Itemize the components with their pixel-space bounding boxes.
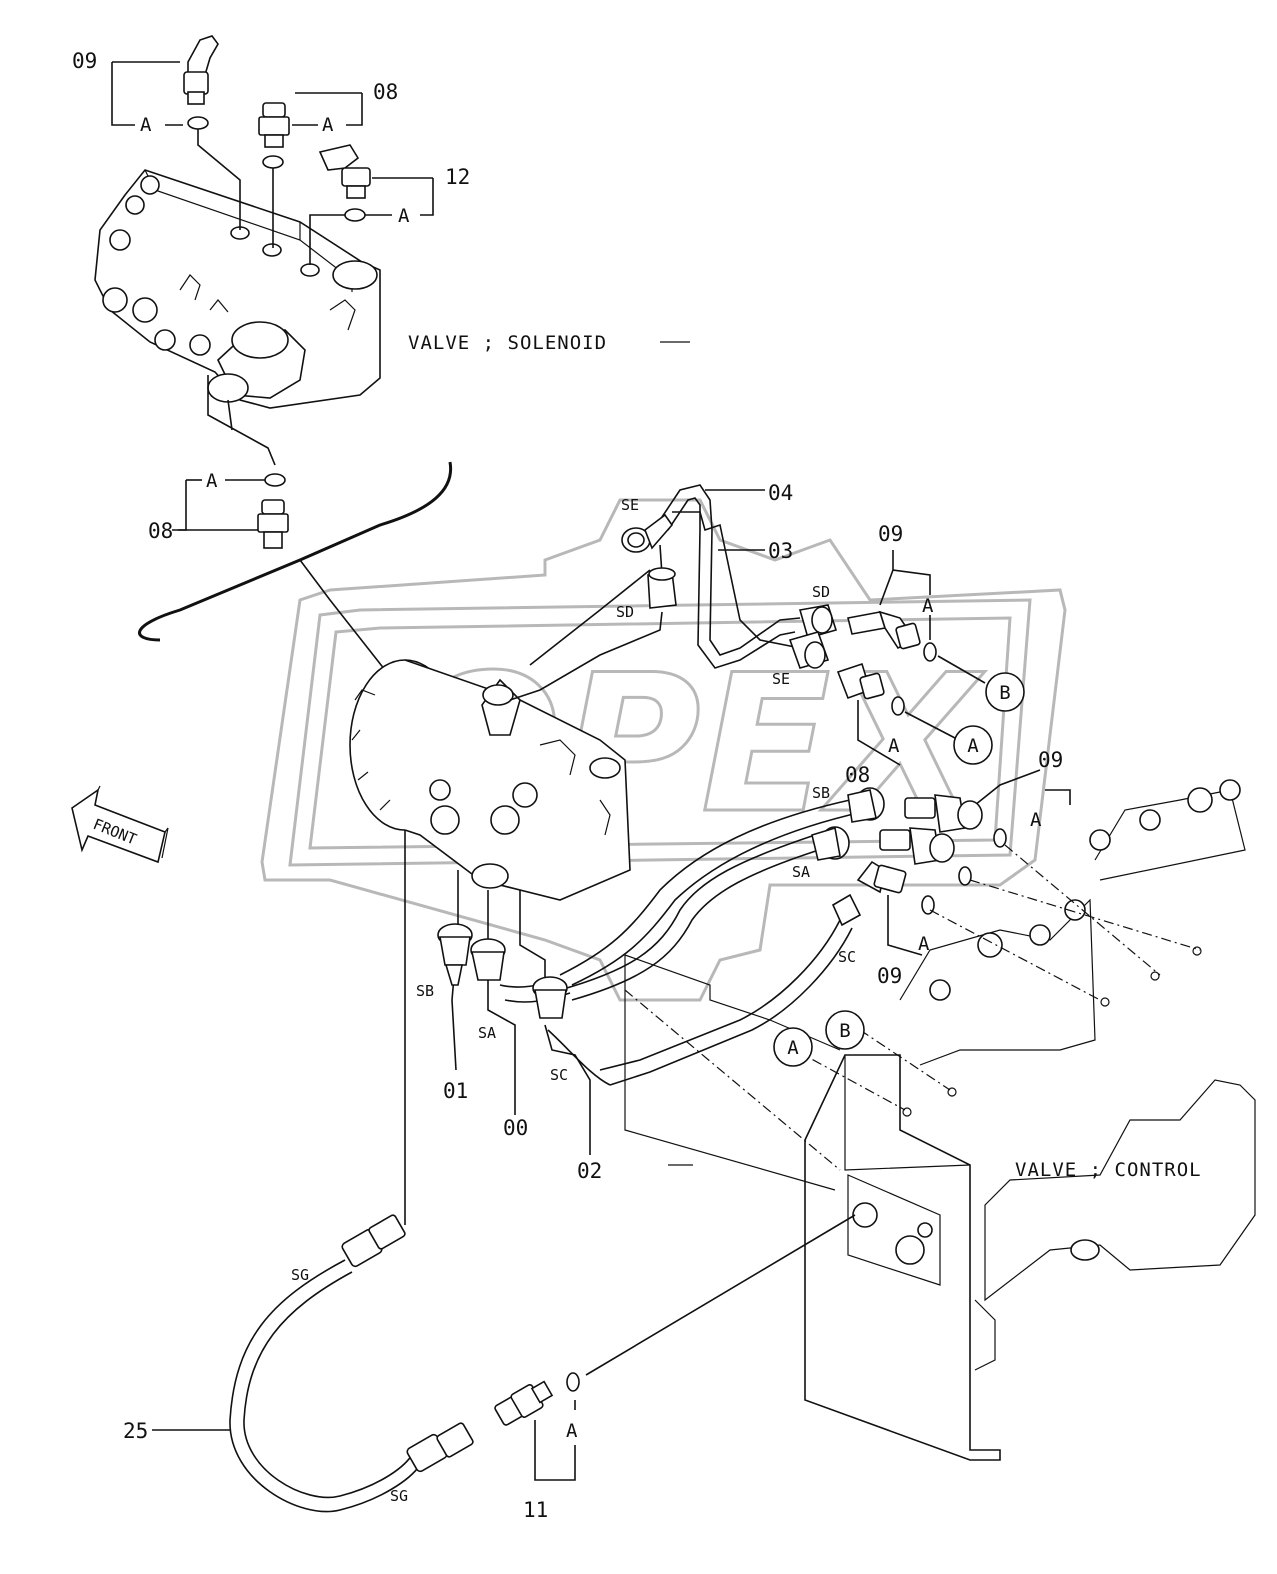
part-number: 08 bbox=[148, 519, 173, 543]
o-ring bbox=[958, 866, 972, 886]
fitting-12-elbow bbox=[318, 144, 371, 199]
part-number: 09 bbox=[72, 49, 97, 73]
solenoid-leaders bbox=[111, 61, 434, 531]
fitting-se-top bbox=[621, 513, 674, 553]
marker-a: A bbox=[322, 114, 334, 136]
marker-b-circle-upper: B bbox=[985, 672, 1025, 712]
part-number: 08 bbox=[845, 763, 870, 787]
solenoid-valve-label: VALVE ; SOLENOID bbox=[408, 332, 607, 354]
marker-a-circle-lower: A bbox=[773, 1027, 813, 1067]
pilot-pump bbox=[349, 659, 631, 901]
fitting-09-right-second bbox=[836, 662, 885, 700]
part-number: 09 bbox=[1038, 748, 1063, 772]
front-arrow: FRONT bbox=[71, 785, 169, 864]
port-label: SE bbox=[621, 496, 639, 514]
part-number: 03 bbox=[768, 539, 793, 563]
o-ring bbox=[264, 473, 286, 487]
marker-a: A bbox=[918, 933, 930, 955]
control-valve-label: VALVE ; CONTROL bbox=[1015, 1159, 1202, 1181]
leader-se bbox=[529, 569, 651, 666]
port-label: SC bbox=[838, 948, 856, 966]
marker-a: A bbox=[398, 205, 410, 227]
o-ring bbox=[993, 828, 1007, 848]
svg-text:B: B bbox=[999, 682, 1010, 704]
o-ring bbox=[262, 155, 284, 169]
fitting-09-elbow-top bbox=[183, 35, 219, 105]
fitting-sd-top bbox=[647, 567, 677, 609]
leader-09-bottom bbox=[887, 895, 923, 956]
part-number: 09 bbox=[877, 964, 902, 988]
fitting-09-right-top bbox=[847, 610, 921, 650]
part-number: 02 bbox=[577, 1159, 602, 1183]
fitting-sb-right bbox=[847, 787, 885, 823]
port-label: SD bbox=[616, 603, 634, 621]
part-number: 01 bbox=[443, 1079, 468, 1103]
svg-text:A: A bbox=[787, 1037, 799, 1059]
o-ring bbox=[923, 642, 937, 662]
fitting-sa-right bbox=[811, 826, 850, 861]
callout-leader bbox=[299, 559, 386, 671]
port-label: SG bbox=[291, 1266, 309, 1284]
leader-11 bbox=[534, 1420, 576, 1481]
part-number: 12 bbox=[445, 165, 470, 189]
part-number: 08 bbox=[373, 80, 398, 104]
dashed-connections bbox=[624, 844, 1201, 1171]
fitting-09-mid-right-lower bbox=[879, 827, 955, 865]
hose-sb-sa bbox=[559, 799, 863, 1001]
hose-sc bbox=[599, 893, 862, 1086]
fitting-11 bbox=[494, 1380, 554, 1426]
marker-a-circle-upper: A bbox=[953, 725, 993, 765]
pipe-03-04 bbox=[659, 484, 801, 669]
o-ring bbox=[566, 1372, 580, 1392]
o-ring bbox=[921, 895, 935, 915]
leader-11-to-valve bbox=[585, 1214, 856, 1376]
plate-outline bbox=[624, 955, 836, 1191]
part-number: 00 bbox=[503, 1116, 528, 1140]
o-ring bbox=[187, 116, 209, 130]
marker-a: A bbox=[566, 1420, 578, 1442]
callout-bracket bbox=[138, 461, 453, 642]
control-valve bbox=[804, 779, 1256, 1461]
marker-a: A bbox=[1030, 809, 1042, 831]
fitting-sd-right bbox=[798, 604, 838, 639]
port-label: SA bbox=[792, 863, 810, 881]
marker-b-circle-lower: B bbox=[825, 1010, 865, 1050]
marker-a: A bbox=[888, 735, 900, 757]
fitting-08-top bbox=[258, 102, 290, 148]
fitting-09-sc bbox=[856, 860, 907, 894]
part-number: 25 bbox=[123, 1419, 148, 1443]
fitting-09-mid-right-upper bbox=[904, 794, 983, 833]
port-label: SD bbox=[812, 583, 830, 601]
leader-sd bbox=[509, 611, 663, 701]
fitting-se-right bbox=[788, 631, 830, 669]
marker-a: A bbox=[206, 470, 218, 492]
svg-text:A: A bbox=[967, 735, 979, 757]
part-number: 09 bbox=[878, 522, 903, 546]
solenoid-valve-block bbox=[94, 169, 381, 409]
marker-a: A bbox=[140, 114, 152, 136]
port-label: SG bbox=[390, 1487, 408, 1505]
o-ring bbox=[891, 696, 905, 716]
port-label: SB bbox=[416, 982, 434, 1000]
right-leaders bbox=[857, 550, 1071, 806]
fitting-08-left bbox=[257, 499, 289, 549]
svg-text:B: B bbox=[839, 1020, 850, 1042]
part-number: 04 bbox=[768, 481, 793, 505]
port-label: SC bbox=[550, 1066, 568, 1084]
fitting-sc-bottom bbox=[532, 976, 568, 1019]
pipes-lower bbox=[451, 870, 611, 1155]
fitting-sa-bottom bbox=[470, 938, 506, 981]
hose-25 bbox=[229, 1214, 474, 1513]
port-label: SB bbox=[812, 784, 830, 802]
port-label: SE bbox=[772, 670, 790, 688]
port-label: SA bbox=[478, 1024, 496, 1042]
o-ring bbox=[344, 208, 366, 222]
fitting-sb-bottom bbox=[437, 923, 473, 986]
marker-a: A bbox=[922, 595, 934, 617]
part-number: 11 bbox=[523, 1498, 548, 1522]
